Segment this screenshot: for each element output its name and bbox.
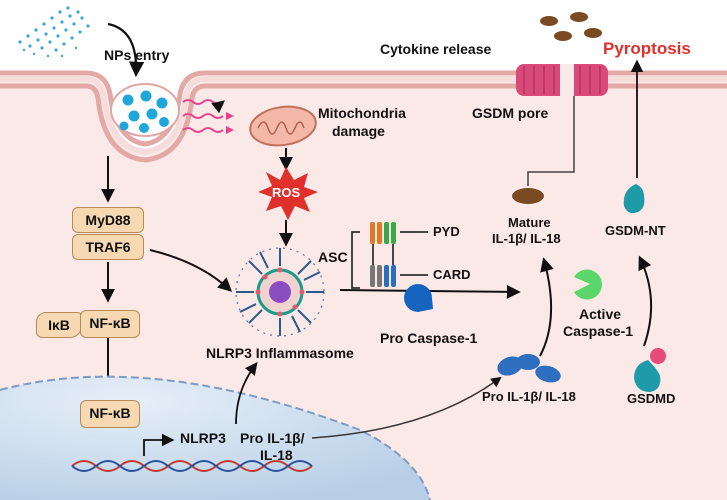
- pyroptosis-label: Pyroptosis: [603, 39, 691, 58]
- asc-label: ASC: [318, 249, 348, 265]
- mitochondria-label-line1: Mitochondria: [318, 105, 406, 121]
- pro-to-mature-arrow: [539, 257, 554, 357]
- gene-to-pro-il1b-arrow: [311, 376, 502, 439]
- pro-il1b-shape: [497, 354, 561, 383]
- pyd-label: PYD: [433, 224, 460, 239]
- pro-il1b-label: Pro IL-1β/ IL-18: [482, 389, 576, 404]
- pro-caspase1-shape: [404, 284, 433, 312]
- card-label: CARD: [433, 267, 471, 282]
- asc-structure: [351, 222, 428, 289]
- mitochondria-label-line2: damage: [332, 123, 385, 139]
- endosome-nanoparticles: [119, 90, 169, 133]
- traf6-to-inflammasome-arrow: [149, 249, 233, 292]
- nlrp3-gene-label: NLRP3: [180, 430, 226, 446]
- promoter-arrow: [143, 433, 175, 456]
- gsdmd-label: GSDMD: [627, 391, 676, 406]
- gsdmd-to-nt-arrow: [638, 255, 653, 347]
- active-caspase1-shape: [574, 269, 602, 300]
- ros-rays: [182, 99, 225, 133]
- active-caspase1-label-line2: Caspase-1: [563, 323, 634, 339]
- mature-to-release-arrow: [527, 63, 580, 186]
- cell-membrane: [0, 70, 727, 147]
- active-caspase1-label-line1: Active: [579, 306, 622, 322]
- released-cytokines: [540, 12, 602, 41]
- entry-arrow: [107, 22, 145, 78]
- nlrp3-inflammasome: [235, 247, 325, 337]
- pro-il1b-gene-label-line2: IL-18: [260, 447, 293, 463]
- gsdm-pore-label: GSDM pore: [472, 105, 549, 121]
- nfkb-nucleus-box: NF-κB: [80, 400, 140, 428]
- nps-entry-label: NPs entry: [104, 47, 170, 63]
- traf6-box: TRAF6: [72, 234, 144, 260]
- ikb-box: IκB: [36, 312, 82, 338]
- gsdmd-shape: [634, 348, 666, 392]
- nlrp3-inflammasome-label: NLRP3 Inflammasome: [206, 345, 354, 361]
- dna-helix: [71, 460, 313, 472]
- cell-membrane-inner: [0, 83, 727, 163]
- gsdm-nt-label: GSDM-NT: [605, 223, 666, 238]
- cytokine-release-label: Cytokine release: [380, 41, 492, 57]
- mature-label-line2: IL-1β/ IL-18: [492, 231, 561, 246]
- nanoparticle-dots: [18, 6, 90, 58]
- gsdm-nt-shape: [623, 184, 645, 214]
- nlrp3-to-inflammasome-arrow: [235, 362, 258, 425]
- nfkb-cytoplasm-box: NF-κB: [80, 310, 140, 338]
- ros-label: ROS: [272, 185, 301, 200]
- ros-burst: [258, 167, 318, 220]
- membrane-core: [0, 76, 727, 156]
- gsdm-pore: [516, 64, 608, 96]
- mature-il1b-shape: [512, 188, 544, 204]
- pro-caspase1-label: Pro Caspase-1: [380, 330, 478, 346]
- ray-heads: [226, 112, 234, 134]
- mature-label-line1: Mature: [508, 215, 551, 230]
- myd88-box: MyD88: [72, 207, 144, 233]
- mitochondria: [249, 105, 317, 147]
- pro-il1b-gene-label-line1: Pro IL-1β/: [240, 430, 305, 446]
- nuclear-envelope: [0, 375, 431, 500]
